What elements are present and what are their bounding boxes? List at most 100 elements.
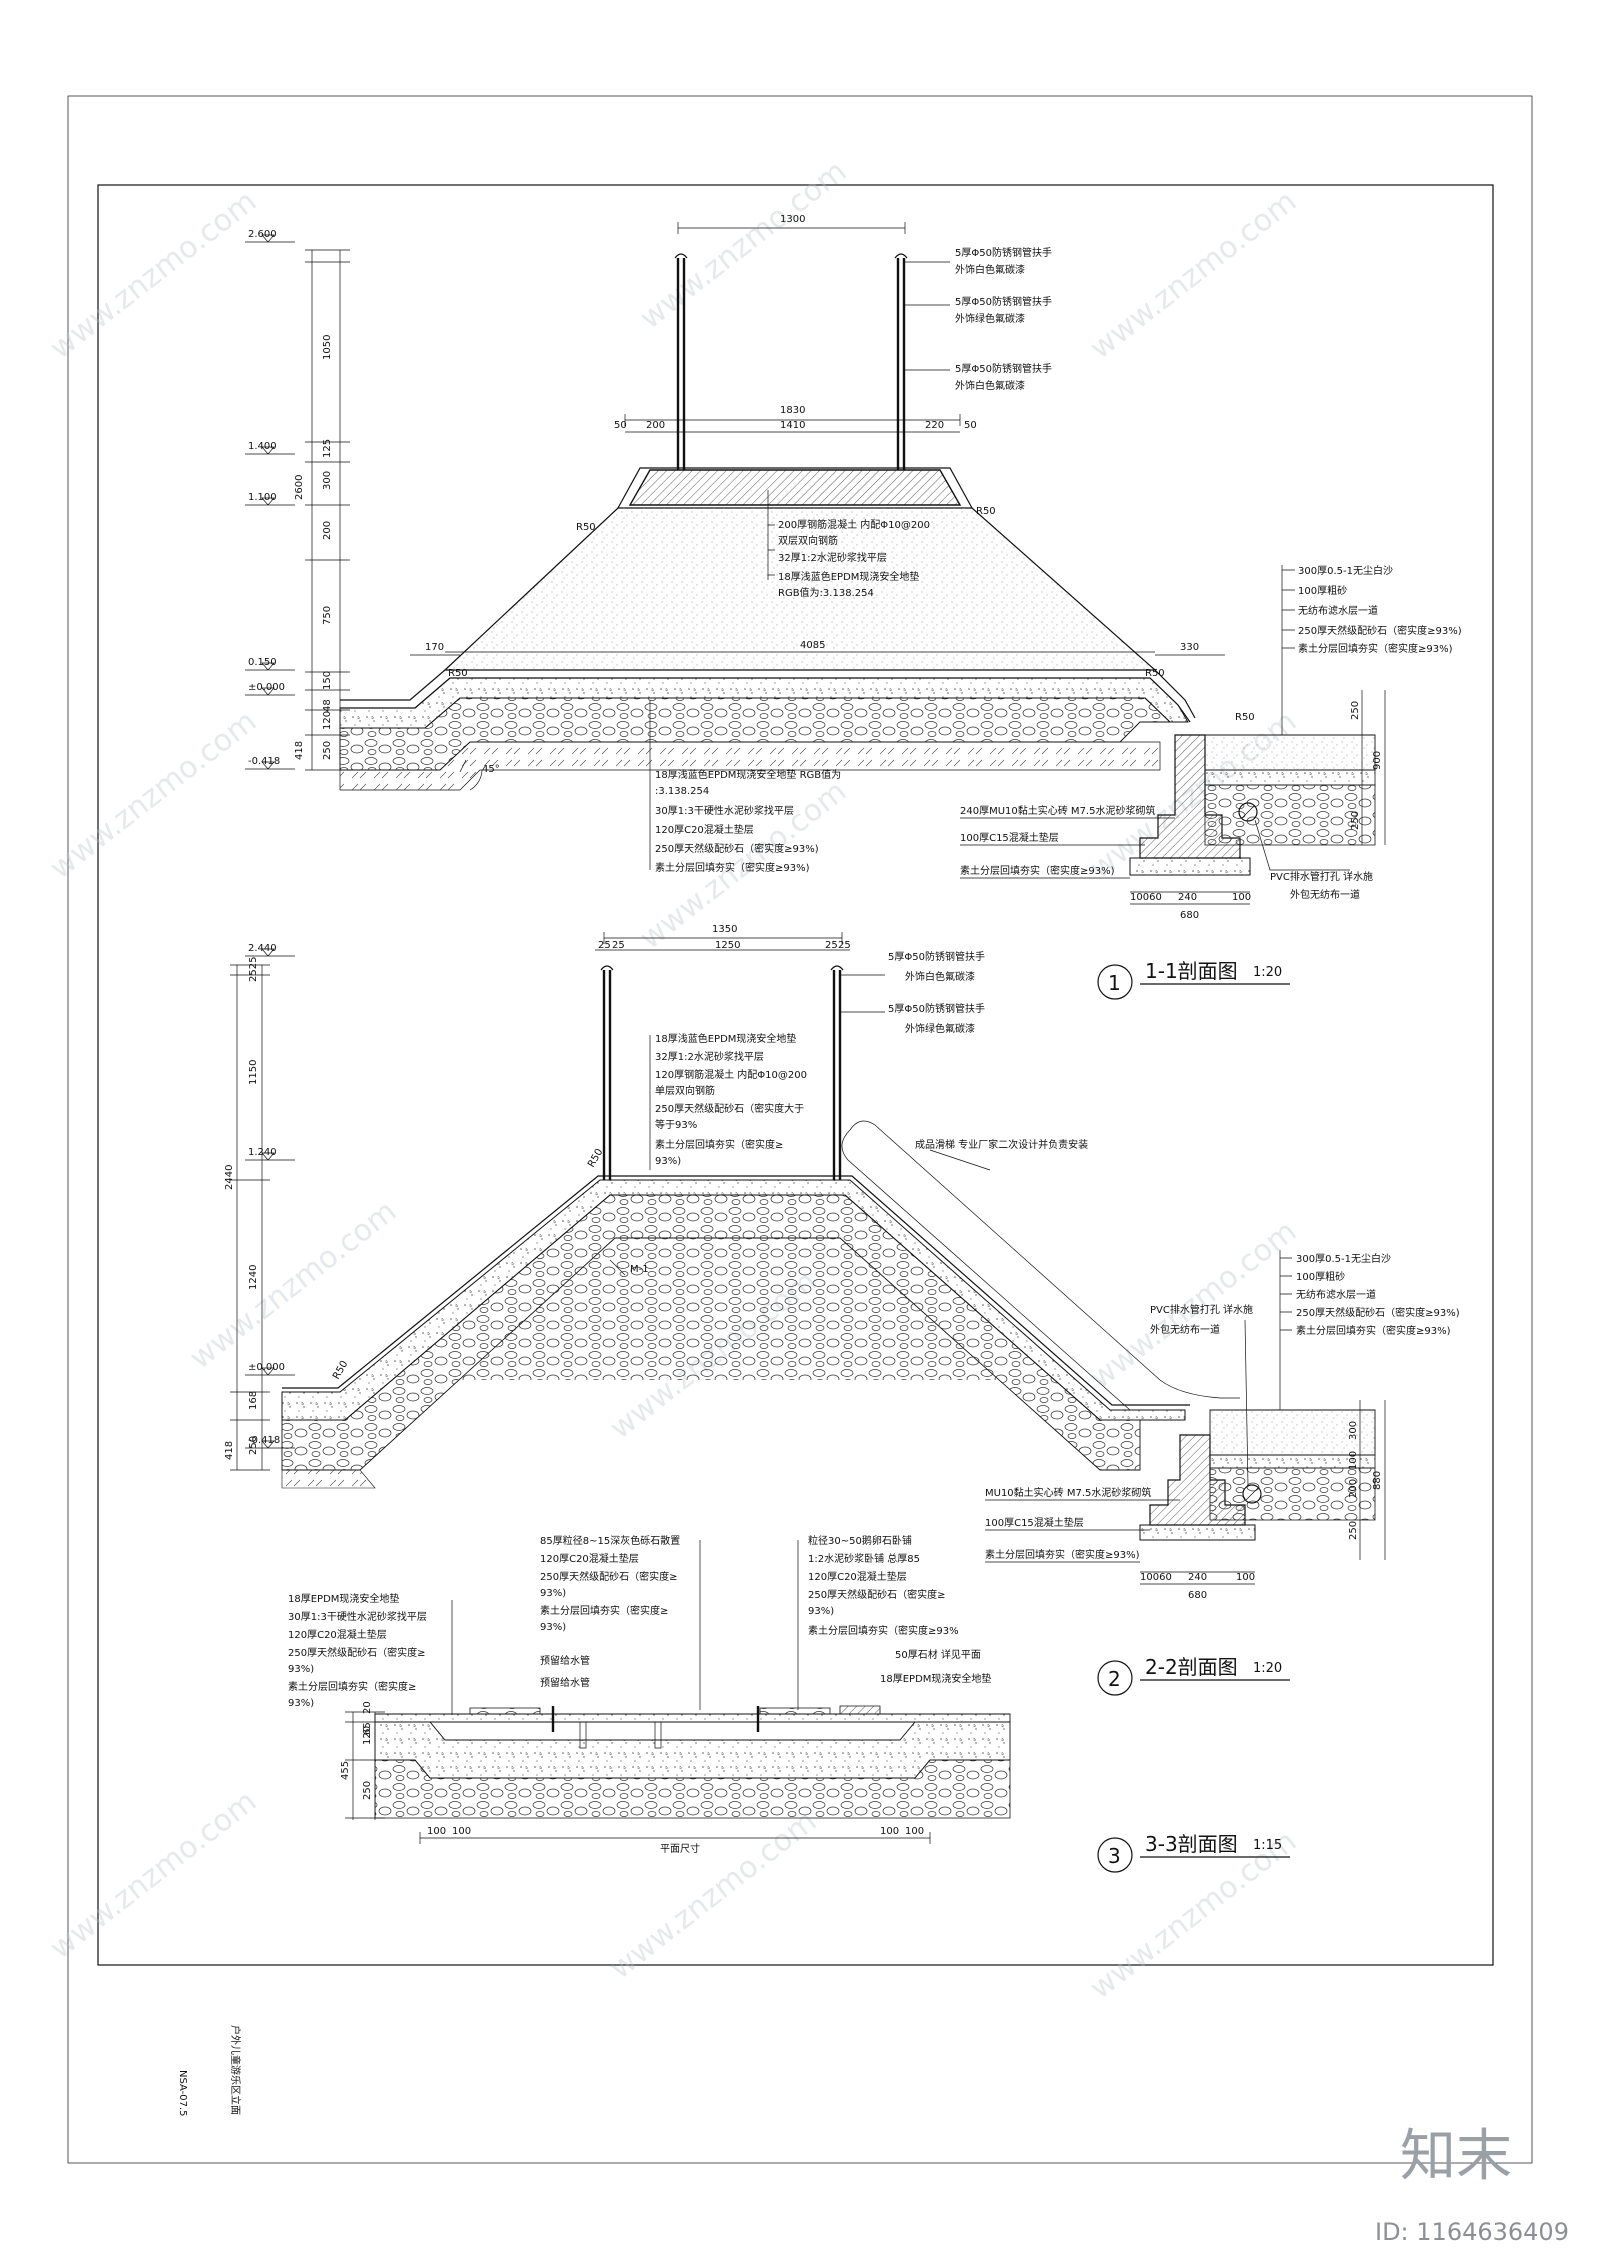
dim-label: 100	[1232, 892, 1251, 903]
section-scale: 1:20	[1253, 1661, 1282, 1676]
watermark: www.znzmo.com	[1083, 184, 1303, 366]
note: 85厚粒径8~15深灰色砾石散置	[540, 1534, 680, 1547]
vdim: 1050	[322, 335, 333, 360]
note: 外饰白色氟碳漆	[955, 263, 1025, 276]
elev-label: 0.150	[248, 657, 277, 668]
note: 素土分层回填夯实（密实度≥93%)	[985, 1548, 1140, 1561]
dim-label: 25	[598, 940, 611, 951]
note: 100厚粗砂	[1296, 1270, 1345, 1283]
dim-label: R50	[331, 1359, 350, 1382]
vdim: 2525	[248, 957, 259, 982]
note: 无纺布滤水层一道	[1296, 1288, 1376, 1301]
note: 93%)	[288, 1698, 314, 1709]
note: 素土分层回填夯实（密实度≥93%)	[655, 861, 810, 874]
dim-label: 25	[612, 940, 625, 951]
section-title-3: 3 3-3剖面图 1:15	[1097, 1832, 1290, 1873]
note: 外饰白色氟碳漆	[955, 379, 1025, 392]
note: 250厚天然级配砂石（密实度≥93%)	[655, 842, 819, 855]
vdim: 120	[322, 711, 333, 730]
elev-label: -0.418	[248, 756, 280, 767]
dim-label: 200	[646, 420, 665, 431]
vdim: 455	[340, 1761, 351, 1780]
elev-label: 2.440	[248, 943, 277, 954]
section-2-2: 2.440 1.240 ±0.000 -0.418 2525 1150 2440…	[224, 924, 1460, 1696]
note: 250厚天然级配砂石（密实度≥	[808, 1588, 945, 1601]
note: 无纺布滤水层一道	[1298, 604, 1378, 617]
vdim: 880	[1372, 1471, 1383, 1490]
note: 18厚EPDM现浇安全地垫	[288, 1592, 399, 1605]
dim-label: 1830	[780, 405, 805, 416]
dim-label: 1300	[780, 214, 805, 225]
brand-logo: 知末	[1400, 2124, 1512, 2189]
dim-label: 1410	[780, 420, 805, 431]
section-title: 2-2剖面图	[1145, 1655, 1238, 1679]
vdim: 300	[1348, 1421, 1359, 1440]
note: 120厚C20混凝土垫层	[808, 1570, 907, 1583]
note: 5厚Φ50防锈钢管扶手	[955, 246, 1052, 259]
note: RGB值为:3.138.254	[778, 586, 874, 599]
section-scale: 1:15	[1253, 1838, 1282, 1853]
note: 32厚1:2水泥砂浆找平层	[655, 1050, 764, 1063]
note: 32厚1:2水泥砂浆找平层	[778, 551, 887, 564]
note: 5厚Φ50防锈钢管扶手	[888, 1002, 985, 1015]
note: 外包无纺布一道	[1150, 1323, 1220, 1336]
dim-label: 25	[838, 940, 851, 951]
note: 5厚Φ50防锈钢管扶手	[888, 950, 985, 963]
section-title: 3-3剖面图	[1145, 1832, 1238, 1856]
dim-label: M-1	[630, 1264, 649, 1275]
note: 1:2水泥砂浆卧铺 总厚85	[808, 1552, 920, 1565]
dim-label: 100	[1236, 1572, 1255, 1583]
vdim: 250	[1350, 701, 1361, 720]
note: 93%)	[288, 1664, 314, 1675]
vdim: 250	[248, 1436, 259, 1455]
dim-label: 50	[614, 420, 627, 431]
note: 100厚粗砂	[1298, 584, 1347, 597]
vdim: 168	[248, 1391, 259, 1410]
dim-label: 680	[1188, 1590, 1207, 1601]
vdim: 200	[1348, 1479, 1359, 1498]
dim-label: R50	[1145, 668, 1165, 679]
section-number: 2	[1108, 1667, 1121, 1691]
watermark: www.znzmo.com	[43, 184, 263, 366]
section-number: 1	[1108, 971, 1121, 995]
watermark: www.znzmo.com	[603, 1804, 823, 1986]
note: 93%)	[808, 1606, 834, 1617]
note: 93%)	[540, 1588, 566, 1599]
note: 100厚C15混凝土垫层	[960, 831, 1059, 844]
section-title-1: 1 1-1剖面图 1:20	[1097, 959, 1290, 1000]
vdim: 250	[362, 1781, 373, 1800]
section-number: 3	[1108, 1844, 1121, 1868]
note: 93%)	[540, 1622, 566, 1633]
note: :3.138.254	[655, 786, 709, 797]
vdim: 65	[362, 1722, 373, 1735]
dim-label: 100	[452, 1826, 471, 1837]
note: 外饰绿色氟碳漆	[955, 312, 1025, 325]
note: 120厚C20混凝土垫层	[540, 1552, 639, 1565]
sheet-number: NSA-07.5	[177, 2070, 188, 2117]
dim-label: 10060	[1130, 892, 1162, 903]
section-scale: 1:20	[1253, 965, 1282, 980]
note: 5厚Φ50防锈钢管扶手	[955, 295, 1052, 308]
note: 素土分层回填夯实（密实度≥93%)	[1296, 1324, 1451, 1337]
section-3-3: 20 120 65 455 250 100 100 平面尺寸 100 100 1…	[288, 1534, 1290, 1873]
note: 素土分层回填夯实（密实度≥	[540, 1604, 668, 1617]
dim-label: 170	[425, 642, 444, 653]
note: 素土分层回填夯实（密实度≥	[288, 1680, 416, 1693]
note: 素土分层回填夯实（密实度≥93%	[808, 1624, 959, 1637]
section-title-2: 2 2-2剖面图 1:20	[1097, 1655, 1290, 1696]
dim-label: 45°	[482, 764, 500, 775]
vdim: 100	[1348, 1451, 1359, 1470]
note: 300厚0.5-1无尘白沙	[1298, 564, 1393, 577]
note: 250厚天然级配砂石（密实度≥93%)	[1296, 1306, 1460, 1319]
note: PVC排水管打孔 详水施	[1270, 870, 1373, 883]
watermark: www.znzmo.com	[43, 1784, 263, 1966]
elev-label: 2.600	[248, 229, 277, 240]
dim-label: R50	[586, 1147, 605, 1170]
note: 200厚钢筋混凝土 内配Φ10@200	[778, 518, 930, 531]
note: 120厚C20混凝土垫层	[655, 823, 754, 836]
dim-label: R50	[576, 522, 596, 533]
dim-label: 1350	[712, 924, 737, 935]
note: 外饰白色氟碳漆	[905, 970, 975, 983]
note: 120厚C20混凝土垫层	[288, 1628, 387, 1641]
section-title: 1-1剖面图	[1145, 959, 1238, 983]
